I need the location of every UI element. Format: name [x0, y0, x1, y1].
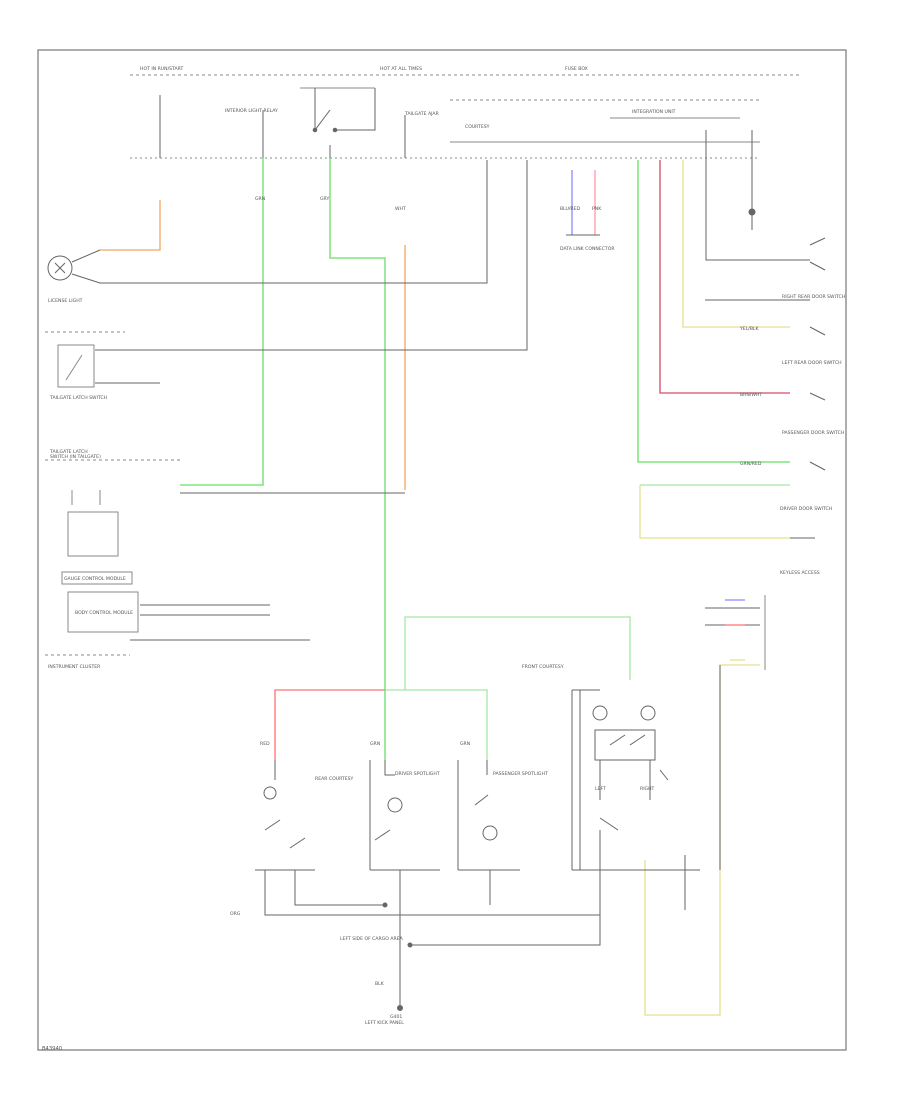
- footer-code: B43940: [42, 1046, 62, 1052]
- label-front-courtesy: FRONT COURTESY: [522, 664, 564, 670]
- wire-red-cargo: [274, 689, 385, 760]
- label-rear-courtesy: REAR COURTESY: [315, 776, 354, 782]
- wire-lightgreen-top: [404, 616, 631, 690]
- tag-grn-red: GRN/RED: [740, 461, 762, 467]
- label-driver-door: DRIVER DOOR SWITCH: [780, 506, 832, 512]
- courtesy-lamps: [255, 760, 520, 871]
- power-bus-lines: [130, 74, 800, 159]
- tag-grn-2: GRN: [370, 741, 380, 747]
- label-integration-unit: INTEGRATION UNIT: [632, 109, 676, 115]
- label-right-rear-door: RIGHT REAR DOOR SWITCH: [782, 294, 845, 300]
- tag-red: RED: [260, 741, 270, 747]
- tailgate-latch-switch: [45, 331, 125, 388]
- tag-wht-1: WHT: [395, 206, 406, 212]
- label-passenger-spotlight: PASSENGER SPOTLIGHT: [493, 771, 548, 777]
- wire-yellow-driver: [639, 485, 790, 539]
- label-interior-light-relay: INTERIOR LIGHT RELAY: [225, 108, 278, 114]
- tag-gry-1: GRY: [320, 196, 329, 202]
- colored-wires: [100, 158, 790, 1016]
- tag-grn-1: GRN: [255, 196, 265, 202]
- label-driver-spotlight: DRIVER SPOTLIGHT: [395, 771, 440, 777]
- label-left-kick-panel: LEFT KICK PANEL: [365, 1020, 404, 1026]
- wire-yellow-rr: [682, 160, 790, 328]
- label-left: LEFT: [595, 786, 606, 792]
- vertical-drop-wires: [159, 95, 810, 261]
- label-tailgate-sub: SWITCH (IN TAILGATE): [50, 454, 101, 460]
- diagram-frame: [37, 49, 847, 1051]
- wire-crimson-lr: [659, 160, 790, 394]
- label-license-light: LICENSE LIGHT: [48, 298, 83, 304]
- label-hot-run-start: HOT IN RUN/START: [140, 66, 183, 72]
- label-gauge-control: GAUGE CONTROL MODULE: [64, 576, 126, 582]
- label-tailgate-latch: TAILGATE LATCH: [49, 449, 88, 455]
- signal-wires: [95, 160, 810, 1005]
- label-left-cargo: LEFT SIDE OF CARGO AREA: [340, 936, 404, 942]
- tag-grn-3: GRN: [460, 741, 470, 747]
- wire-lightgreen-bar: [385, 689, 488, 760]
- label-left-rear-door: LEFT REAR DOOR SWITCH: [782, 360, 842, 366]
- keyless-connector: [725, 595, 766, 670]
- tag-yel-blk: YEL/BLK: [739, 326, 760, 332]
- wire-orange-left: [100, 200, 161, 251]
- tag-brn-wht: BRN/WHT: [740, 392, 762, 398]
- tag-pnk: PNK: [592, 206, 602, 212]
- interior-light-relay-switch: [312, 88, 376, 133]
- ground-symbol: [382, 902, 413, 1011]
- license-light: [47, 249, 101, 284]
- label-instrument-cluster: INSTRUMENT CLUSTER: [48, 664, 101, 670]
- label-fuse-box: FUSE BOX: [565, 66, 588, 72]
- wire-green-pass: [637, 160, 790, 463]
- wire-green-center: [329, 158, 386, 690]
- label-tailgate-ajar: TAILGATE AJAR: [404, 111, 440, 117]
- label-data-link-connector: DATA LINK CONNECTOR: [560, 246, 615, 252]
- label-hot-all-times: HOT AT ALL TIMES: [380, 66, 422, 72]
- spotlight-bank: [571, 689, 700, 871]
- label-tailgate-latch-switch: TAILGATE LATCH SWITCH: [49, 395, 107, 401]
- label-right: RIGHT: [640, 786, 655, 792]
- label-courtesy: COURTESY: [465, 124, 490, 130]
- tailgate-latch: [45, 459, 180, 557]
- wire-yellow-bottom: [644, 664, 760, 1016]
- wire-green-left: [180, 158, 264, 486]
- door-switches: [748, 208, 826, 539]
- label-body-control: BODY CONTROL MODULE: [75, 610, 133, 616]
- label-keyless-access: KEYLESS ACCESS: [780, 570, 820, 576]
- tag-blu-red: BLU/RED: [560, 206, 580, 212]
- label-passenger-door: PASSENGER DOOR SWITCH: [782, 430, 844, 436]
- tag-blk: BLK: [375, 981, 385, 987]
- tag-org: ORG: [230, 911, 241, 917]
- instrument-cluster: [45, 571, 139, 656]
- label-ground: G401: [390, 1014, 402, 1020]
